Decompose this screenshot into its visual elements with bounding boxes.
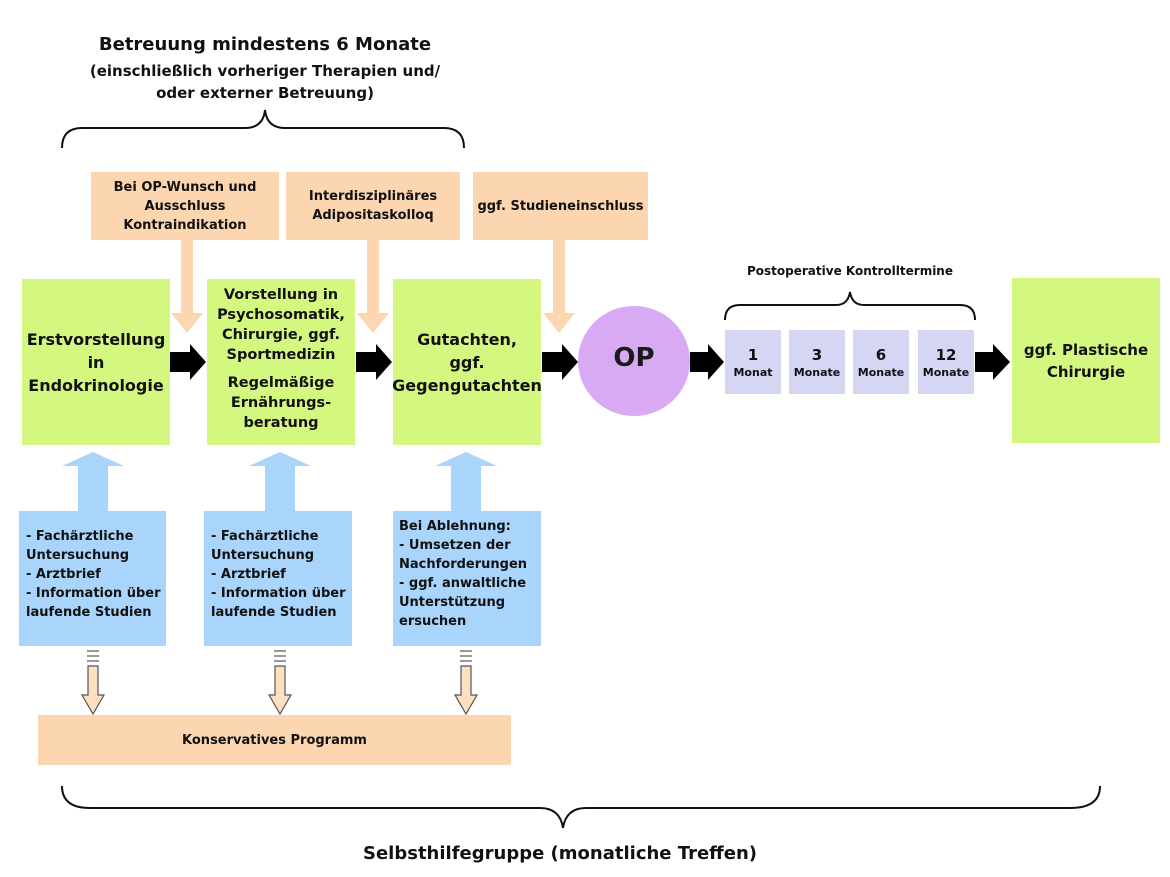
konservatives-programm: Konservatives Programm (38, 715, 511, 765)
support-box-1: - Fachärztliche Untersuchung - Arztbrief… (19, 511, 166, 646)
postop-12-num: 12 (935, 345, 957, 364)
postop-1-monat: 1 Monat (725, 330, 781, 394)
top-brace (61, 109, 465, 149)
postop-3-unit: Monate (793, 365, 841, 379)
support-box-2: - Fachärztliche Untersuchung - Arztbrief… (204, 511, 352, 646)
postop-12-unit: Monate (922, 365, 970, 379)
step-plastische-chirurgie: ggf. Plastische Chirurgie (1012, 278, 1160, 443)
step-erstvorstellung: Erstvorstellung in Endokrinologie (22, 279, 170, 445)
postop-6-monate: 6 Monate (853, 330, 909, 394)
postop-3-monate: 3 Monate (789, 330, 845, 394)
selbsthilfegruppe-label: Selbsthilfegruppe (monatliche Treffen) (363, 843, 757, 864)
step-vorstellung-text: Vorstellung in Psychosomatik, Chirurgie,… (217, 287, 345, 363)
top-brace-subtitle: (einschließlich vorheriger Therapien und… (89, 62, 441, 102)
note-studieneinschluss: ggf. Studieneinschluss (473, 172, 648, 240)
step-gutachten: Gutachten, ggf. Gegengutachten (392, 279, 542, 445)
postop-label: Postoperative Kontrolltermine (747, 264, 953, 278)
postop-12-monate: 12 Monate (918, 330, 974, 394)
hollow-down-arrows (80, 650, 479, 716)
top-brace-title: Betreuung mindestens 6 Monate (98, 34, 432, 55)
peach-down-arrows (171, 240, 575, 333)
postop-3-num: 3 (811, 345, 823, 364)
postop-brace (724, 291, 976, 321)
note-adipositaskolloq: Interdisziplinäres Adipositaskolloq (286, 172, 460, 240)
step-ernaehrung-text: Regelmäßige Ernährungs- beratung (227, 375, 335, 431)
op-label: OP (613, 343, 655, 373)
note-op-wunsch: Bei OP-Wunsch und Ausschluss Kontraindik… (91, 172, 279, 240)
op-circle (578, 306, 690, 416)
postop-1-num: 1 (747, 345, 759, 364)
postop-6-unit: Monate (857, 365, 905, 379)
blue-up-arrows (62, 452, 497, 511)
black-flow-arrows (170, 344, 1010, 380)
step-vorstellung: Vorstellung in Psychosomatik, Chirurgie,… (207, 279, 355, 445)
support-box-3: Bei Ablehnung: - Umsetzen der Nachforder… (393, 511, 541, 646)
postop-1-unit: Monat (733, 365, 773, 379)
bottom-brace (61, 785, 1101, 829)
postop-6-num: 6 (875, 345, 887, 364)
